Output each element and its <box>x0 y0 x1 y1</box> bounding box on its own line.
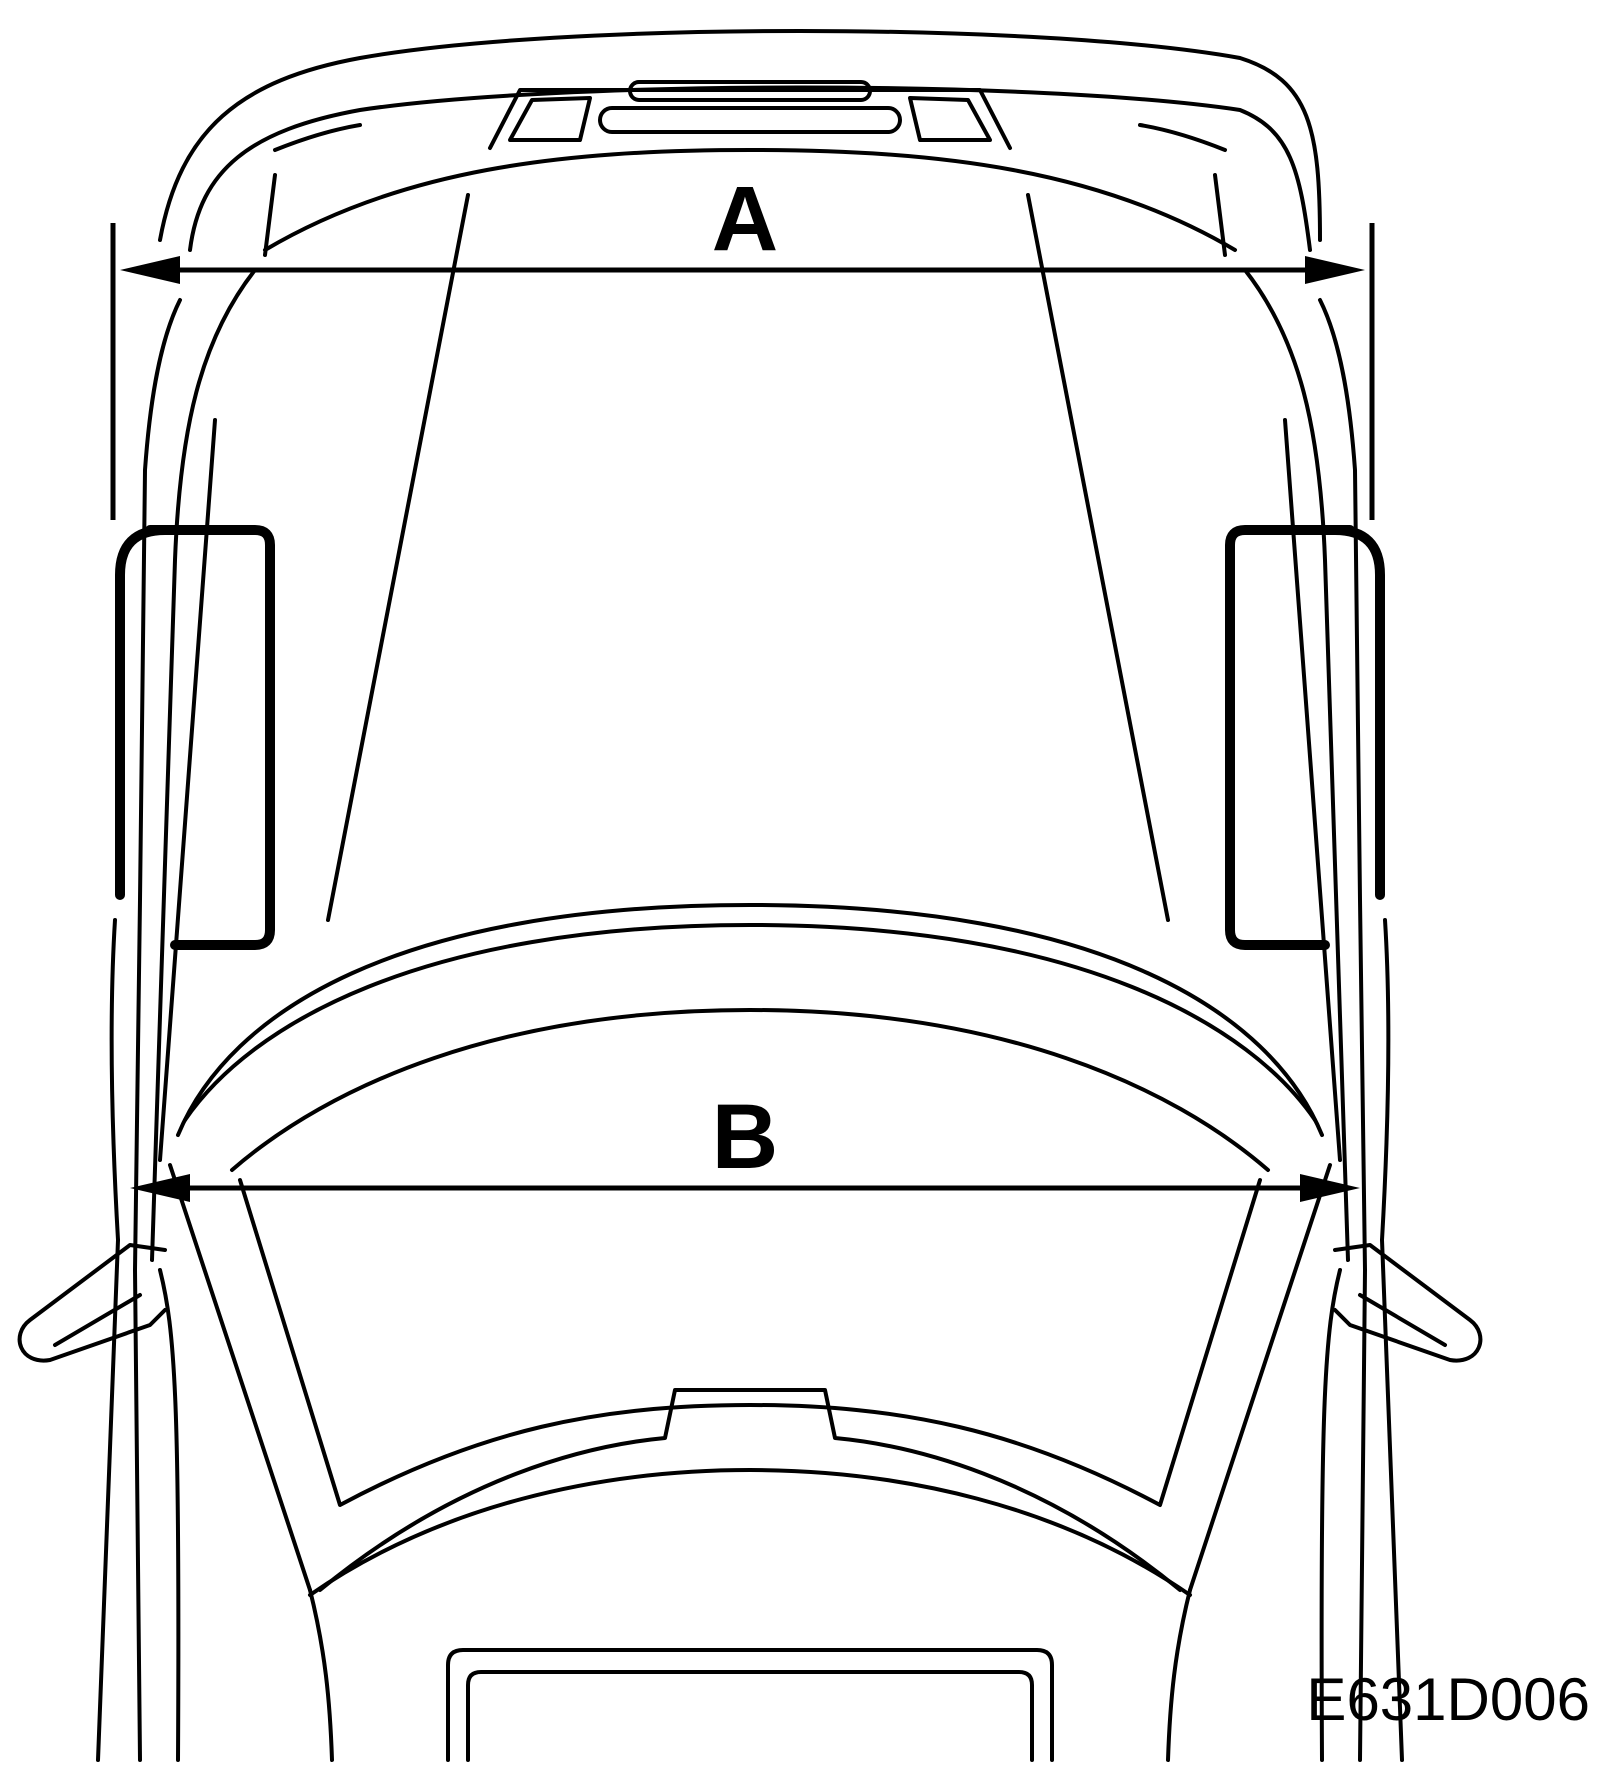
dashboard-notch <box>318 1388 1182 1592</box>
dimension-a-arrow-right <box>1305 256 1365 284</box>
dimension-b-arrow-right <box>1300 1174 1360 1202</box>
roof-mid-arc-inner <box>230 1008 1270 1172</box>
mirror-left-inner <box>53 1293 142 1347</box>
roof-trim-line-left <box>273 123 362 152</box>
body-line-left <box>326 193 470 922</box>
roof-mid-arc-middle <box>183 923 1317 1122</box>
side-contour-left-outer <box>150 268 257 1262</box>
windshield-outline <box>238 1178 1262 1507</box>
side-window-right <box>1225 525 1355 950</box>
lower-body-right-3 <box>1319 1268 1342 1762</box>
mirror-right <box>1333 1243 1483 1363</box>
roof-inner-outline <box>188 85 1312 252</box>
lower-body-left-2 <box>96 1238 120 1762</box>
dimension-b-arrow-left <box>130 1174 190 1202</box>
lower-body-right-2 <box>1380 1238 1404 1762</box>
side-window-right-frame <box>1330 525 1385 900</box>
figure-code: E631D006 <box>1306 1666 1590 1733</box>
rear-window-outline <box>263 148 1237 252</box>
mirror-right-inner <box>1358 1293 1447 1347</box>
lower-body-left-3 <box>158 1268 181 1762</box>
side-contour-right-outer <box>1243 268 1350 1262</box>
dash-screen-outer <box>446 1648 1054 1762</box>
dimension-a-label: A <box>712 168 778 270</box>
lower-pillar-right <box>1166 1588 1192 1762</box>
side-window-left <box>145 525 275 950</box>
body-line-right <box>1026 193 1170 922</box>
rear-window-pillar-right <box>1213 173 1227 257</box>
roof-trim-line-right <box>1138 123 1227 152</box>
dimension-b <box>130 1174 1360 1202</box>
dash-screen-inner <box>466 1670 1034 1762</box>
roof-outer-outline <box>158 29 1322 242</box>
wheel-arch-right <box>1380 918 1391 1242</box>
side-contour-right-edge <box>1318 298 1367 1272</box>
lower-pillar-left <box>308 1588 334 1762</box>
wheel-arch-left <box>109 918 120 1242</box>
dimension-a <box>120 256 1365 284</box>
roof-mid-arc-outer <box>176 903 1324 1137</box>
mirror-left <box>17 1243 167 1363</box>
spoiler-light-group <box>488 80 1012 150</box>
side-window-left-frame <box>115 525 170 900</box>
rear-window-pillar-left <box>263 173 277 257</box>
side-contour-left-edge <box>133 298 182 1272</box>
lower-body-right-1 <box>1358 1268 1367 1762</box>
dimension-a-arrow-left <box>120 256 180 284</box>
lower-body-left-1 <box>133 1268 142 1762</box>
windshield-pillar-left <box>168 1163 312 1592</box>
dimension-b-label: B <box>712 1086 778 1188</box>
side-contour-right-inner <box>1283 418 1342 1162</box>
bonnet-arc <box>308 1468 1192 1597</box>
windshield-pillar-right <box>1188 1163 1332 1592</box>
side-contour-left-inner <box>158 418 217 1162</box>
